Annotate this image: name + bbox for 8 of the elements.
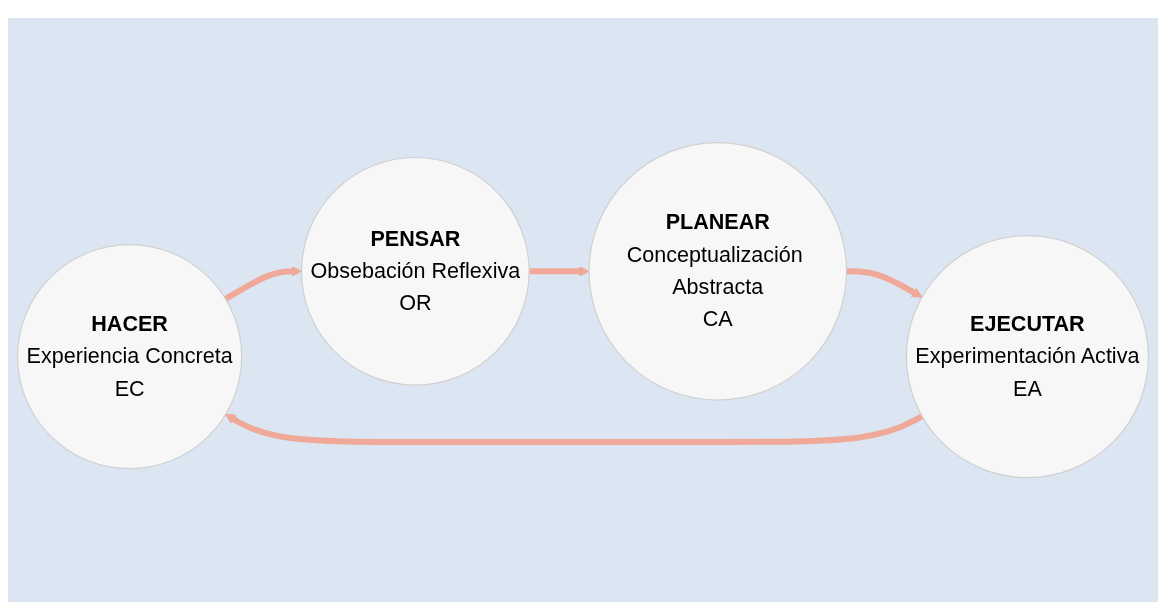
- node-circle: PLANEAR Conceptualización Abstracta CA: [588, 141, 848, 401]
- node-circle: EJECUTAR Experimentación Activa EA: [905, 234, 1149, 479]
- node-circle: PENSAR Obsebación Reflexiva OR: [300, 156, 530, 386]
- arrow: [225, 413, 924, 445]
- arrow: [529, 265, 590, 277]
- node-circle: HACER Experiencia Concreta EC: [17, 243, 243, 470]
- arrow: [224, 265, 302, 302]
- arrow: [846, 268, 923, 298]
